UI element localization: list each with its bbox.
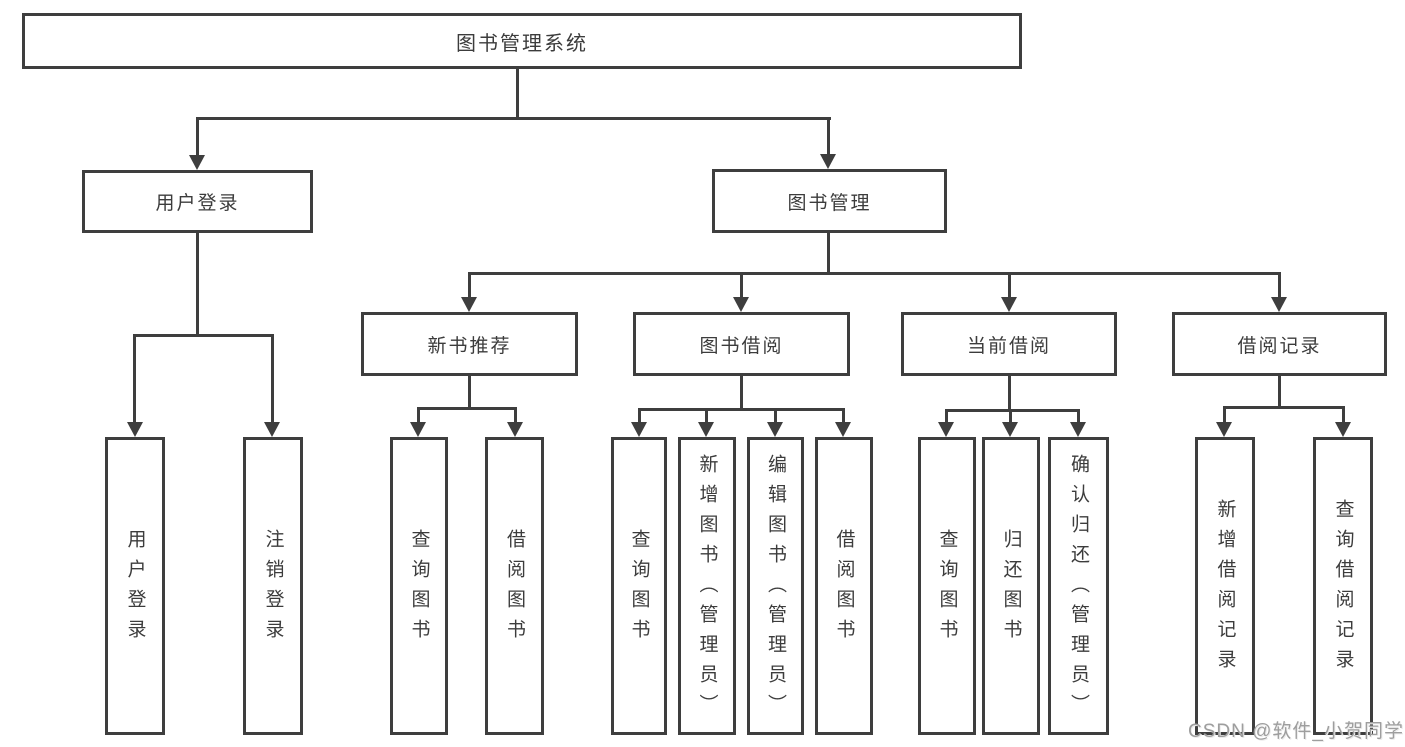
- connector-line: [196, 117, 199, 158]
- arrowhead-icon: [631, 422, 647, 437]
- leaf-query-books-current: 查询图书: [918, 437, 976, 735]
- arrowhead-icon: [733, 297, 749, 312]
- connector-line: [468, 272, 1280, 275]
- connector-line: [638, 408, 641, 425]
- node-new-book-recommendation: 新书推荐: [361, 312, 578, 376]
- leaf-confirm-return-admin: 确认归还（管理员）: [1048, 437, 1109, 735]
- node-borrowing-records: 借阅记录: [1172, 312, 1387, 376]
- connector-line: [1008, 272, 1011, 300]
- connector-line: [705, 408, 708, 425]
- arrowhead-icon: [1001, 297, 1017, 312]
- node-book-management: 图书管理: [712, 169, 947, 233]
- arrowhead-icon: [410, 422, 426, 437]
- arrowhead-icon: [1216, 422, 1232, 437]
- connector-line: [468, 272, 471, 300]
- leaf-return-books: 归还图书: [982, 437, 1040, 735]
- csdn-watermark: CSDN @软件_小贺同学: [1188, 721, 1404, 742]
- arrowhead-icon: [507, 422, 523, 437]
- connector-line: [514, 407, 517, 425]
- leaf-borrow-books-recommend: 借阅图书: [485, 437, 544, 735]
- leaf-add-borrow-record: 新增借阅记录: [1195, 437, 1255, 735]
- arrowhead-icon: [698, 422, 714, 437]
- connector-line: [133, 334, 274, 337]
- leaf-borrow-books: 借阅图书: [815, 437, 873, 735]
- connector-line: [196, 117, 831, 120]
- connector-line: [1223, 406, 1226, 425]
- arrowhead-icon: [938, 422, 954, 437]
- leaf-user-login: 用户登录: [105, 437, 165, 735]
- leaf-query-borrow-record: 查询借阅记录: [1313, 437, 1373, 735]
- connector-line: [468, 376, 471, 410]
- connector-line: [740, 376, 743, 411]
- arrowhead-icon: [835, 422, 851, 437]
- arrowhead-icon: [189, 155, 205, 170]
- node-book-borrowing: 图书借阅: [633, 312, 850, 376]
- connector-line: [1009, 409, 1012, 425]
- arrowhead-icon: [461, 297, 477, 312]
- connector-line: [740, 272, 743, 300]
- leaf-add-books-admin: 新增图书（管理员）: [678, 437, 736, 735]
- arrowhead-icon: [767, 422, 783, 437]
- arrowhead-icon: [1271, 297, 1287, 312]
- leaf-query-books-borrowing: 查询图书: [611, 437, 667, 735]
- arrowhead-icon: [820, 154, 836, 169]
- arrowhead-icon: [264, 422, 280, 437]
- connector-line: [1278, 376, 1281, 409]
- connector-line: [842, 408, 845, 425]
- leaf-edit-books-admin: 编辑图书（管理员）: [747, 437, 804, 735]
- connector-line: [945, 409, 1080, 412]
- connector-line: [638, 408, 845, 411]
- connector-line: [1342, 406, 1345, 425]
- connector-line: [1008, 376, 1011, 412]
- connector-line: [271, 334, 274, 425]
- connector-line: [774, 408, 777, 425]
- arrowhead-icon: [1070, 422, 1086, 437]
- connector-line: [827, 233, 830, 275]
- connector-line: [417, 407, 420, 425]
- arrowhead-icon: [1335, 422, 1351, 437]
- connector-line: [516, 69, 519, 119]
- node-library-management-system: 图书管理系统: [22, 13, 1022, 69]
- arrowhead-icon: [1002, 422, 1018, 437]
- connector-line: [196, 233, 199, 337]
- connector-line: [417, 407, 517, 410]
- connector-line: [1223, 406, 1345, 409]
- connector-line: [827, 117, 830, 157]
- connector-line: [945, 409, 948, 425]
- node-user-login: 用户登录: [82, 170, 313, 233]
- arrowhead-icon: [127, 422, 143, 437]
- leaf-query-books-recommend: 查询图书: [390, 437, 448, 735]
- connector-line: [1077, 409, 1080, 425]
- connector-line: [133, 334, 136, 425]
- node-current-borrowing: 当前借阅: [901, 312, 1117, 376]
- leaf-logout: 注销登录: [243, 437, 303, 735]
- connector-line: [1278, 272, 1281, 300]
